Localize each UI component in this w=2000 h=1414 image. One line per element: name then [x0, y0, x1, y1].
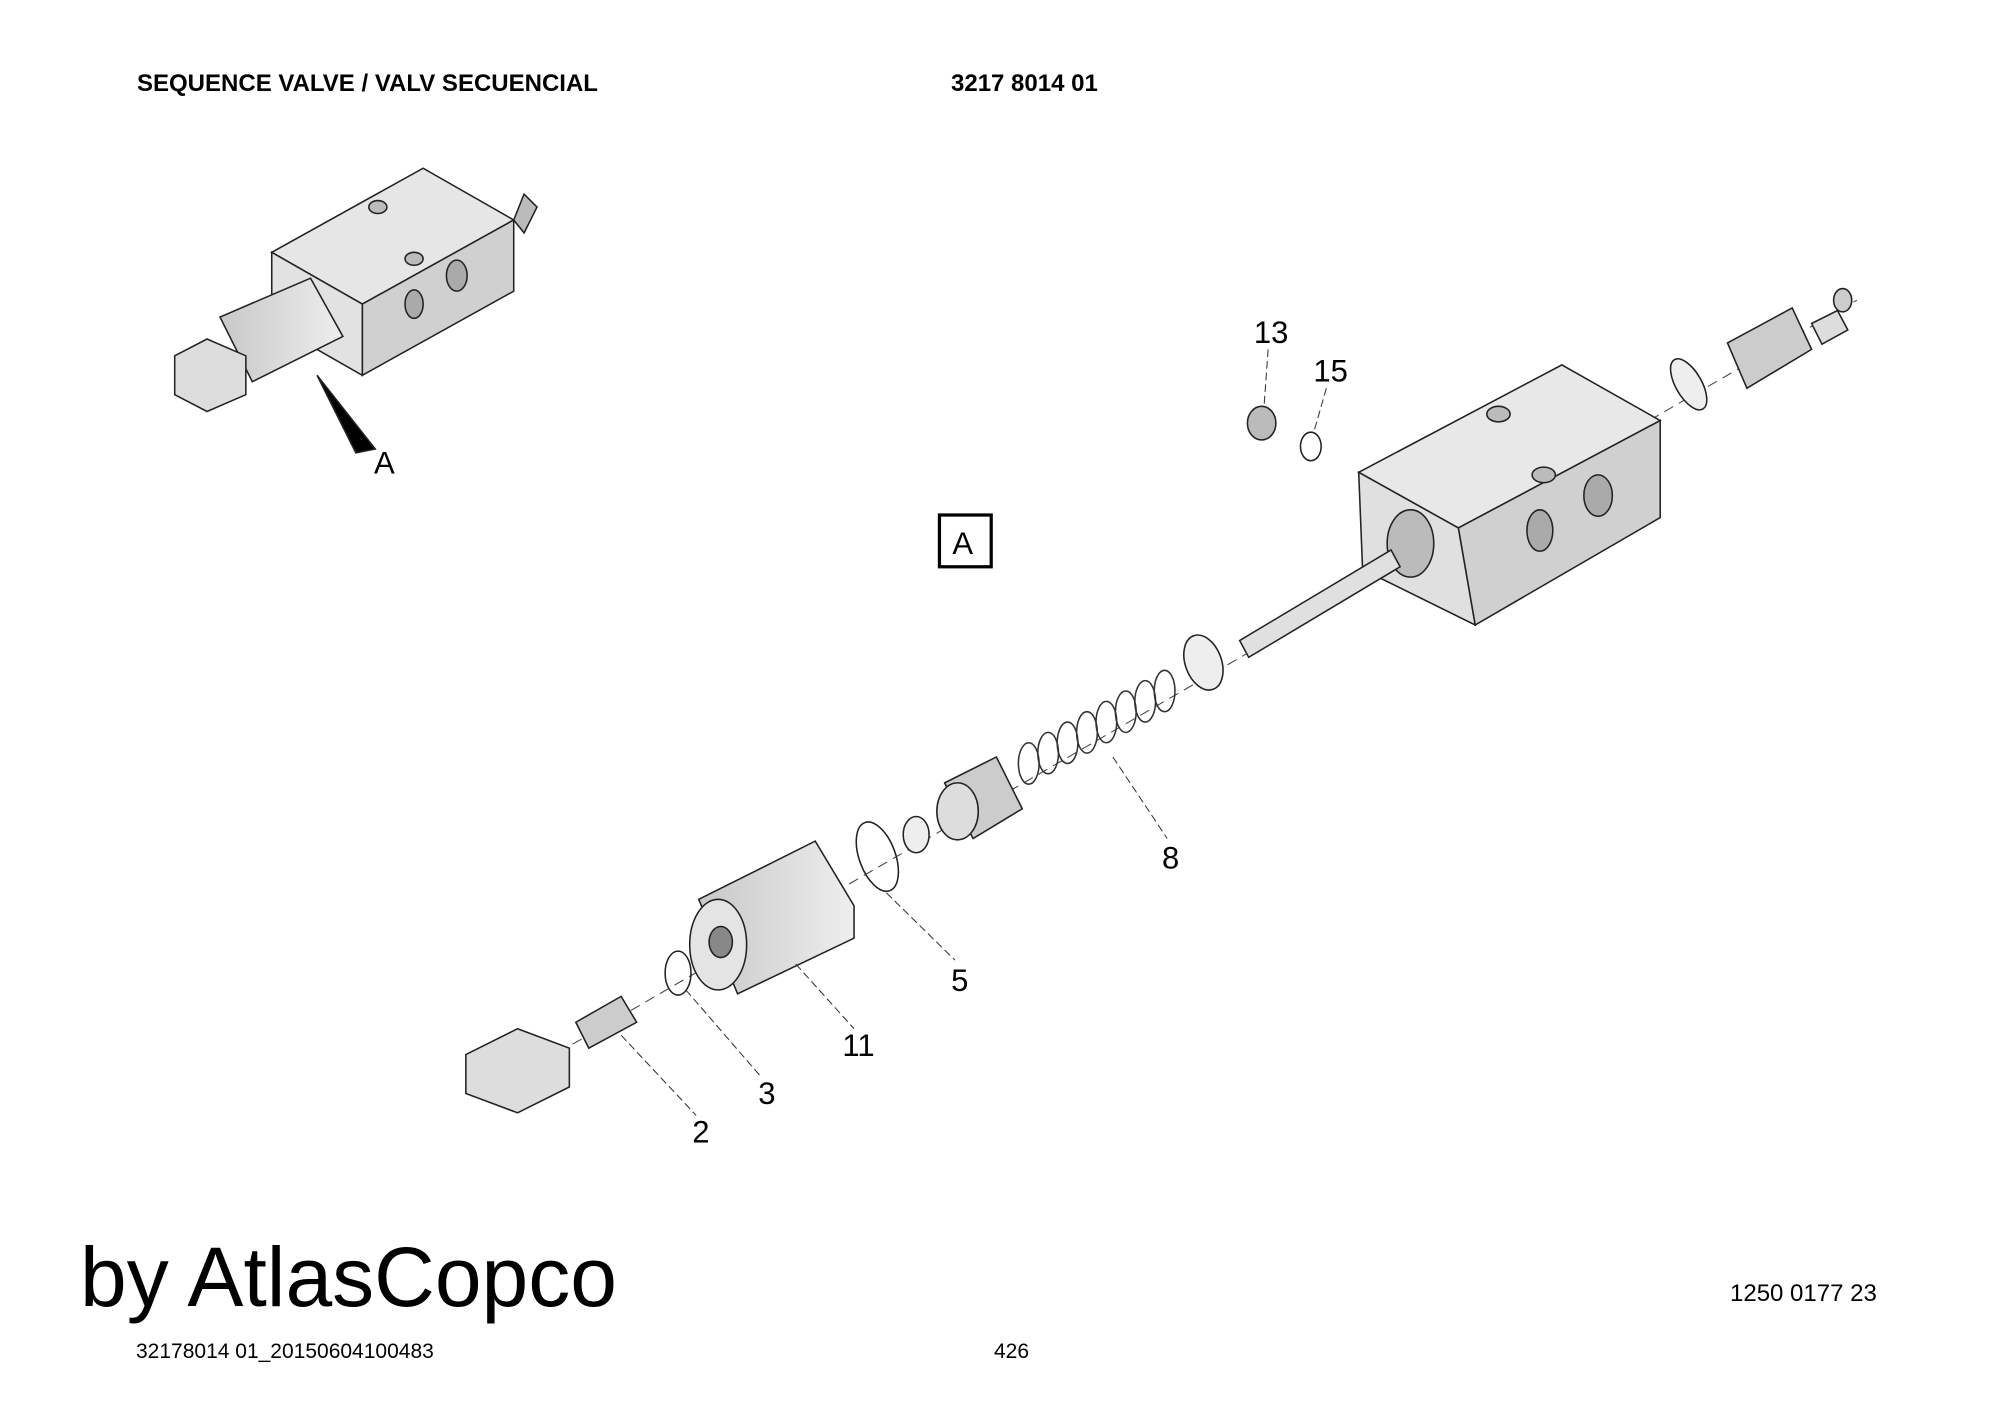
assembly-overview	[173, 167, 538, 454]
callout-3: 3	[758, 1076, 775, 1111]
callout-2: 2	[692, 1115, 709, 1150]
callout-5: 5	[951, 963, 968, 998]
callout-8: 8	[1162, 840, 1179, 875]
page-title: SEQUENCE VALVE / VALV SECUENCIAL	[137, 70, 598, 97]
document-reference: 1250 0177 23	[1730, 1280, 1877, 1307]
view-label-a: A	[374, 446, 395, 481]
valve-block	[1357, 364, 1662, 627]
spring	[1017, 669, 1176, 785]
view-box-a	[937, 513, 993, 569]
file-reference: 32178014 01_20150604100483	[136, 1340, 434, 1363]
callout-11: 11	[842, 1028, 874, 1063]
callout-13: 13	[1254, 315, 1289, 350]
page-number: 426	[994, 1340, 1030, 1363]
watermark: by AtlasCopco	[80, 1230, 617, 1324]
view-box-label: A	[952, 526, 973, 561]
part-number: 3217 8014 01	[951, 70, 1098, 97]
callout-15: 15	[1313, 354, 1348, 389]
